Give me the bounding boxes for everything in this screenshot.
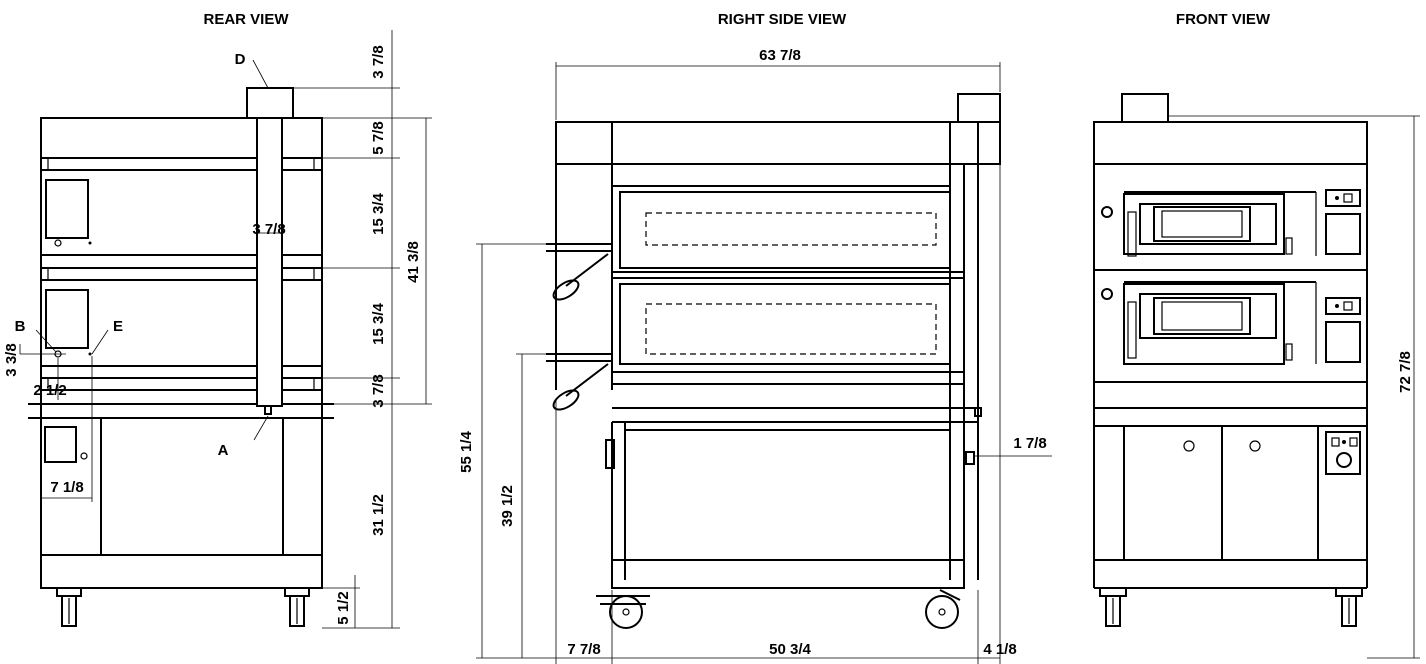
front-dimensions: 72 7/8 [1168,115,1420,659]
label-d: D [235,51,246,68]
side-view-title: RIGHT SIDE VIEW [718,11,847,28]
dim-peel-reach: 7 7/8 [567,641,600,658]
rear-dimensions: D A B E 3 7/8 5 7/8 15 3/4 15 3/4 3 7/8 … [3,30,432,629]
rear-view-title: REAR VIEW [203,11,289,28]
dim-stand: 31 1/2 [370,494,387,536]
dim-chimney: 3 7/8 [370,45,387,78]
dim-flue-width: 3 7/8 [252,221,285,238]
label-b: B [15,318,26,335]
dim-e-offset: 7 1/8 [50,479,83,496]
dim-body-depth: 50 3/4 [769,641,811,658]
dim-caster: 5 1/2 [335,591,352,624]
side-view-drawing [546,93,1001,629]
rear-view-drawing [28,87,334,627]
dim-deck-total: 41 3/8 [405,241,422,283]
front-view-drawing [1093,93,1368,627]
dim-conn-height: 3 3/8 [3,343,20,376]
dim-rear-offset: 4 1/8 [983,641,1016,658]
dim-deck-lower: 15 3/4 [370,302,387,344]
side-dimensions: 63 7/8 55 1/4 39 1/2 7 7/8 50 3/4 4 1/8 … [458,47,1052,664]
label-a: A [218,442,229,459]
dim-front-height: 72 7/8 [1397,351,1414,393]
front-view-title: FRONT VIEW [1176,11,1271,28]
dim-top-band: 5 7/8 [370,121,387,154]
dim-pipe: 1 7/8 [1013,435,1046,452]
dim-peel-lower: 39 1/2 [499,485,516,527]
dim-deck-upper: 15 3/4 [370,192,387,234]
dim-bottom-band: 3 7/8 [370,374,387,407]
dim-side-depth: 63 7/8 [759,47,801,64]
dim-conn-offset: 2 1/2 [33,382,66,399]
dim-peel-upper: 55 1/4 [458,430,475,472]
label-e: E [113,318,123,335]
